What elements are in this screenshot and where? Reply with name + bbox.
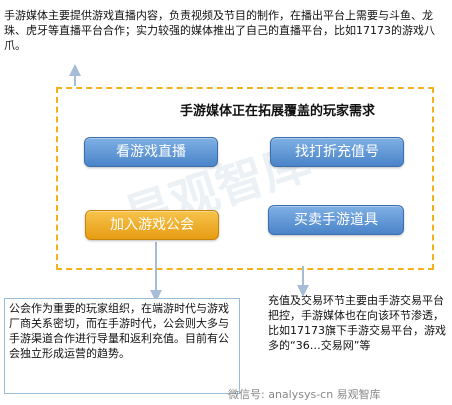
recharge-note: 充值及交易环节主要由手游交易平台把控，手游媒体也在向该环节渗透，比如17173旗… <box>268 294 446 352</box>
trade-items-button[interactable]: 买卖手游道具 <box>268 205 404 235</box>
top-note: 手游媒体主要提供游戏直播内容，负责视频及节目的制作，在播出平台上需要与斗鱼、龙珠… <box>4 9 435 52</box>
find-recharge-button[interactable]: 找打折充值号 <box>270 137 404 167</box>
join-guild-button[interactable]: 加入游戏公会 <box>85 210 219 240</box>
guild-note: 公会作为重要的玩家组织，在端游时代与游戏厂商关系密切，而在手游时代，公会则大多与… <box>4 298 240 394</box>
watch-live-button[interactable]: 看游戏直播 <box>84 137 218 167</box>
footer-watermark: 微信号: analysys-cn 易观智库 <box>228 388 381 401</box>
guild-note-text: 公会作为重要的玩家组织，在端游时代与游戏厂商关系密切，而在手游时代，公会则大多与… <box>9 302 229 360</box>
player-needs-frame <box>56 87 434 270</box>
frame-title: 手游媒体正在拓展覆盖的玩家需求 <box>180 104 376 119</box>
